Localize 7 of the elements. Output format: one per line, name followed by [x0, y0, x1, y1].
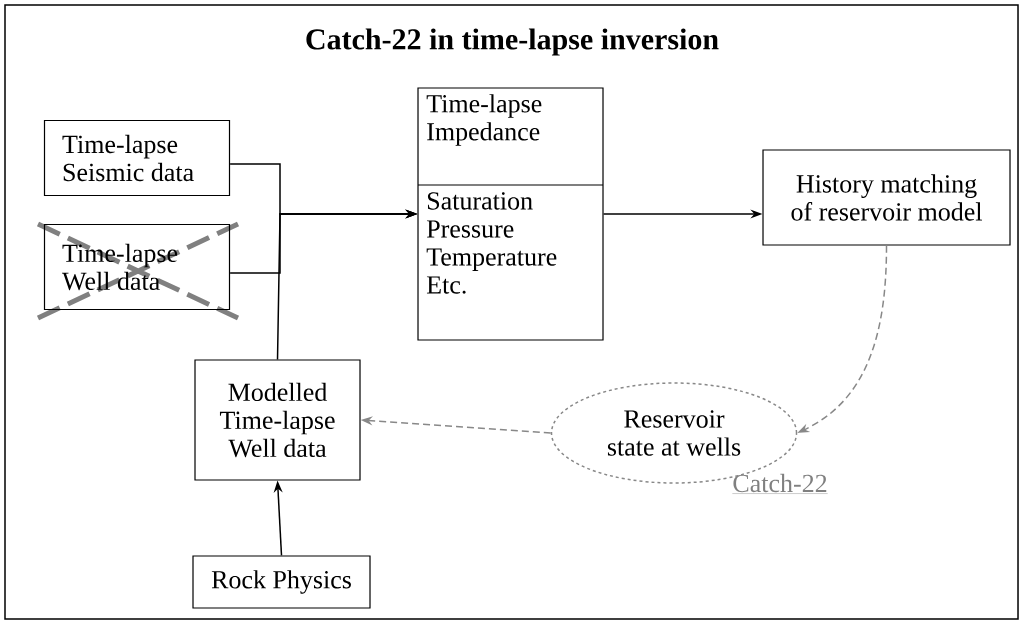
process-box: Time-lapse Well data	[43, 223, 231, 311]
process-box: History matching of reservoir model	[762, 149, 1011, 246]
process-box: Rock Physics	[192, 555, 371, 609]
process-box: Modelled Time-lapse Well data	[194, 359, 361, 481]
title: Catch-22 in time-lapse inversion	[306, 28, 719, 56]
split-box: Time-lapse Impedance Saturation Pressure Temperature Etc.	[417, 87, 604, 341]
process-box: Time-lapse Seismic data	[43, 119, 231, 197]
